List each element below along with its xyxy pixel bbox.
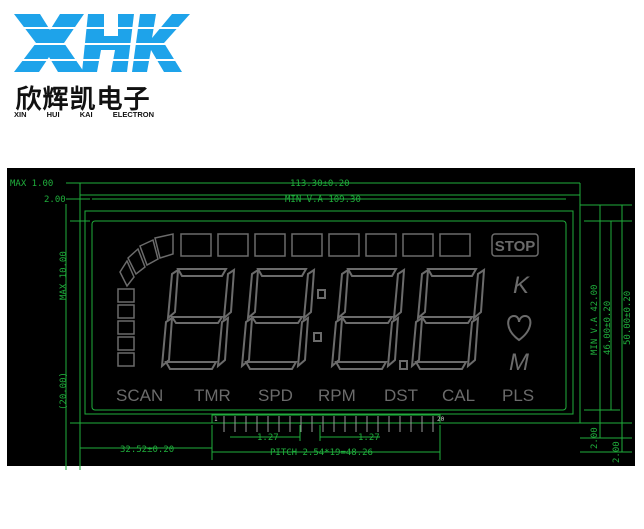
mode-labels: SCAN TMR SPD RPM DST CAL PLS: [116, 386, 534, 405]
pin-label-first: 1: [214, 416, 218, 423]
dim-min-va-height: MIN V.A 42.00: [590, 285, 600, 355]
dim-pitch: PITCH 2.54*19=48.26: [270, 448, 373, 458]
dim-bottom-gap-b: 2.00: [612, 441, 622, 463]
glass-inner-outline: [84, 210, 574, 415]
dim-pin-offset: 32.52±0.20: [120, 445, 174, 455]
dimension-text: MAX 1.00 2.00 113.30±0.20 MIN V.A 109.30…: [10, 179, 633, 463]
colon-top: [317, 289, 326, 299]
xhk-logo: [10, 14, 192, 72]
bar-graph: [117, 233, 471, 367]
brand-en-word: KAI: [79, 110, 93, 119]
digit-3: [330, 268, 406, 370]
brand-en-word: HUI: [46, 110, 60, 119]
dim-height-46: 46.00±0.20: [603, 301, 613, 355]
stop-indicator: STOP: [491, 233, 539, 257]
mode-label: RPM: [318, 386, 356, 405]
mode-label: DST: [384, 386, 418, 405]
heart-icon: [507, 314, 532, 342]
dim-min-va-width: MIN V.A 109.30: [285, 195, 361, 205]
dim-height-50: 50.00±0.20: [623, 291, 633, 345]
mode-label: TMR: [194, 386, 231, 405]
pin-ticks: [223, 416, 434, 432]
dim-pin-pitch-a: 1.27: [257, 433, 279, 443]
k-indicator: K: [513, 272, 530, 299]
mode-label: PLS: [502, 386, 534, 405]
m-indicator: M: [509, 349, 529, 376]
stop-label: STOP: [495, 238, 536, 255]
dim-max-thickness: MAX 1.00: [10, 179, 53, 189]
dimension-lines: [65, 182, 632, 470]
dim-total-width: 113.30±0.20: [290, 179, 350, 189]
seven-segment-digits: [160, 268, 486, 370]
dim-max-height: MAX 10.00: [59, 251, 69, 300]
digit-4: [410, 268, 486, 370]
dim-pin-pitch-b: 1.27: [358, 433, 380, 443]
decimal-point: [399, 360, 408, 370]
viewing-area: [91, 220, 567, 411]
mode-label: SCAN: [116, 386, 163, 405]
brand-en-word: ELECTRON: [112, 110, 154, 119]
colon-bottom: [313, 332, 322, 342]
brand-name-chinese: 欣辉凯电子: [15, 85, 151, 115]
pin-strip: [211, 414, 441, 424]
dim-bottom-gap-a: 2.00: [590, 427, 600, 449]
digit-1: [160, 268, 236, 370]
drawing-background: [7, 168, 635, 466]
pin-label-last: 20: [437, 416, 445, 423]
digit-2: [240, 268, 316, 370]
dim-height-20: (20.00): [59, 372, 69, 410]
mode-label: SPD: [258, 386, 293, 405]
dim-inset-left: 2.00: [44, 195, 66, 205]
brand-en-word: XIN: [14, 110, 27, 119]
brand-name-english: XIN HUI KAI ELECTRON: [14, 110, 154, 119]
mode-label: CAL: [442, 386, 475, 405]
